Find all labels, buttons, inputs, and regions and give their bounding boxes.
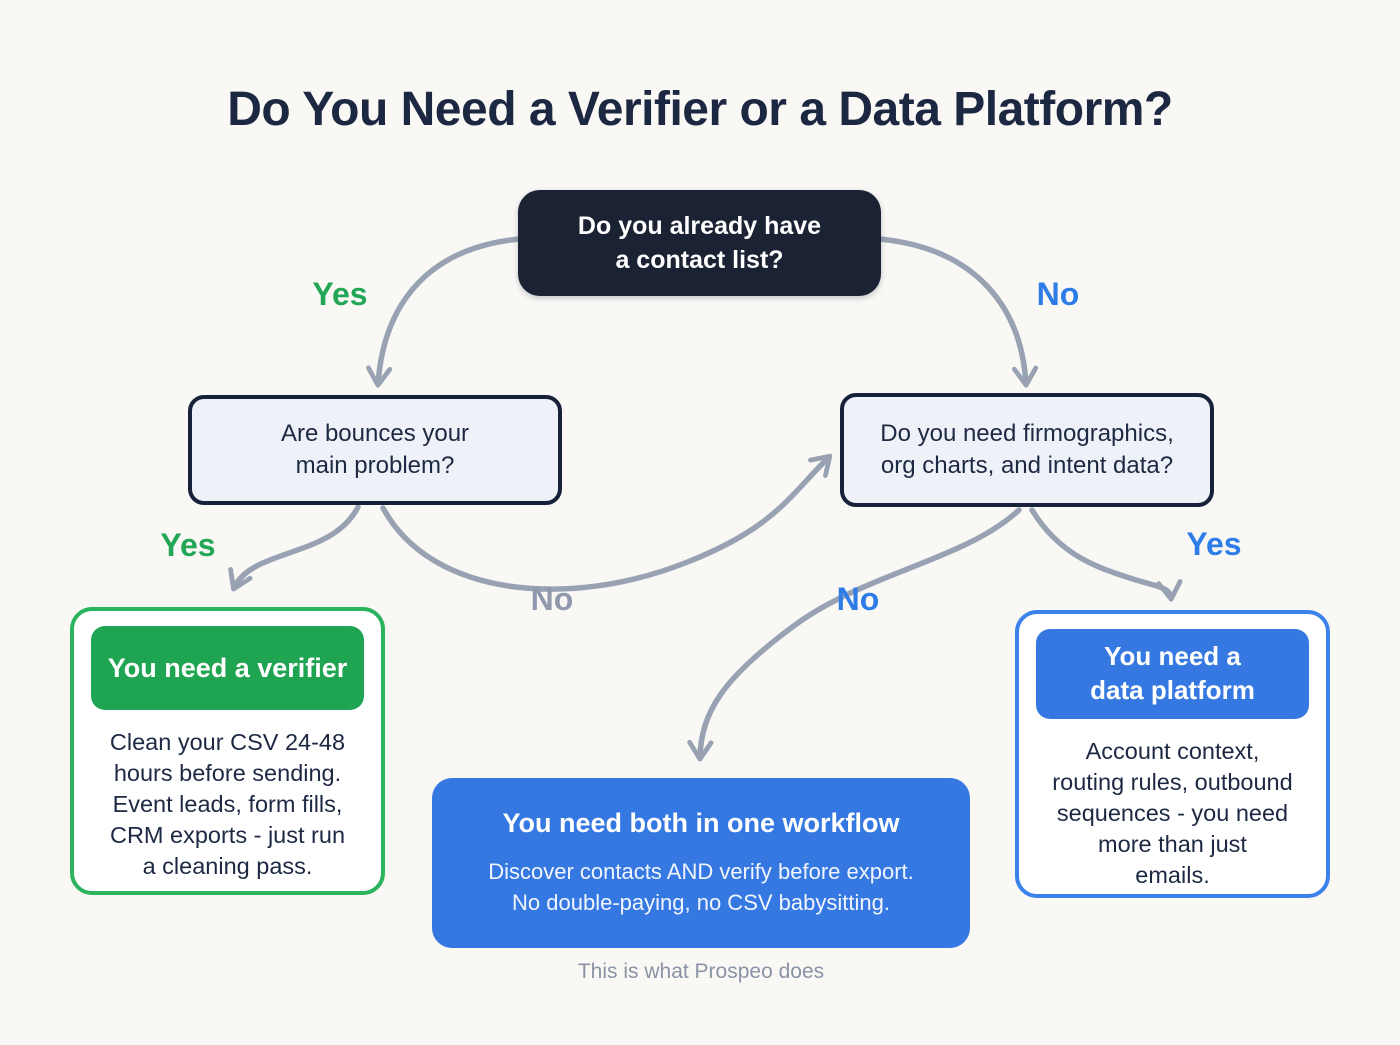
arrow-firmo-yes-icon bbox=[1029, 507, 1183, 602]
arrow-root-no-icon bbox=[876, 236, 1039, 388]
edge-label-root-no: No bbox=[1036, 276, 1080, 312]
result-card-verifier: You need a verifier Clean your CSV 24-48… bbox=[70, 607, 385, 895]
edge-label-root-yes: Yes bbox=[312, 276, 368, 312]
decision-node-firmographics: Do you need firmographics, org charts, a… bbox=[840, 393, 1214, 507]
arrow-firmo-no-icon bbox=[687, 507, 1022, 762]
edge-label-bounces-no: No bbox=[530, 581, 574, 617]
result-body-both: Discover contacts AND verify before expo… bbox=[488, 859, 914, 916]
result-body-verifier: Clean your CSV 24-48 hours before sendin… bbox=[109, 729, 346, 880]
edge-label-firmo-no: No bbox=[836, 581, 880, 617]
decision-node-contact-list: Do you already have a contact list? bbox=[518, 190, 881, 296]
result-heading-verifier: You need a verifier bbox=[91, 626, 364, 710]
arrow-bounces-no-icon bbox=[380, 453, 833, 592]
decision-node-bounces: Are bounces your main problem? bbox=[188, 395, 562, 505]
result-heading-both: You need both in one workflow bbox=[502, 808, 900, 838]
arrow-root-yes-icon bbox=[366, 236, 523, 388]
arrow-bounces-yes-icon bbox=[228, 504, 361, 592]
result-heading-platform: You need a data platform bbox=[1036, 629, 1309, 719]
footnote-prospeo: This is what Prospeo does bbox=[577, 960, 825, 983]
edge-label-firmo-yes: Yes bbox=[1186, 526, 1242, 562]
result-body-platform: Account context, routing rules, outbound… bbox=[1052, 738, 1293, 889]
page-title: Do You Need a Verifier or a Data Platfor… bbox=[227, 83, 1173, 136]
result-card-both: You need both in one workflow Discover c… bbox=[432, 778, 970, 948]
result-card-platform: You need a data platform Account context… bbox=[1015, 610, 1330, 898]
edge-label-bounces-yes: Yes bbox=[160, 527, 216, 563]
